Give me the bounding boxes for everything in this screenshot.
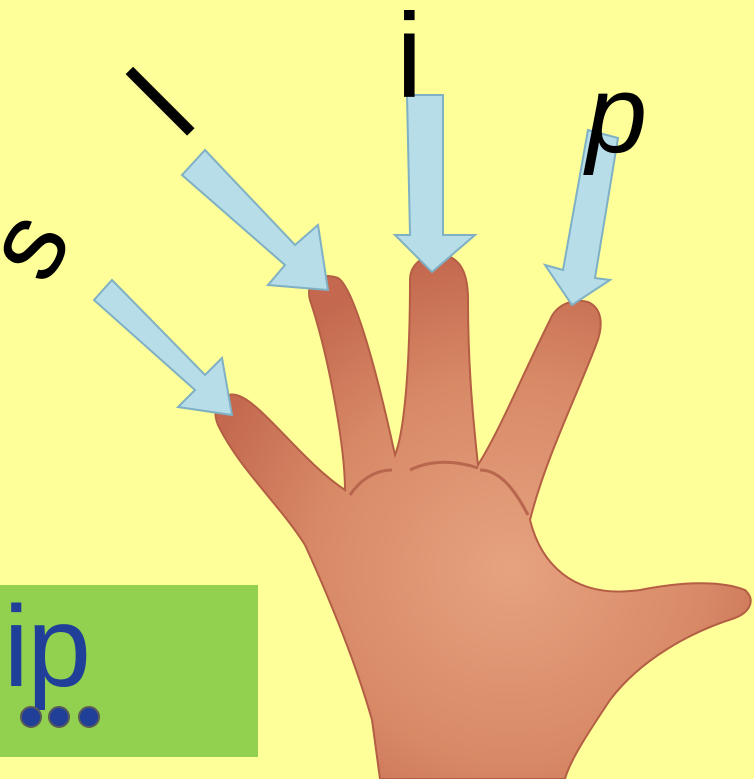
letter-i: i	[396, 0, 423, 116]
arrow-to-l-finger	[182, 150, 328, 290]
hand-palm	[215, 254, 750, 779]
letter-p: p	[586, 60, 647, 170]
sound-dot	[20, 706, 42, 728]
arrow-to-s-finger	[94, 280, 232, 415]
sound-dot	[78, 706, 100, 728]
sound-dot	[48, 706, 70, 728]
word-text: lip	[0, 590, 89, 705]
